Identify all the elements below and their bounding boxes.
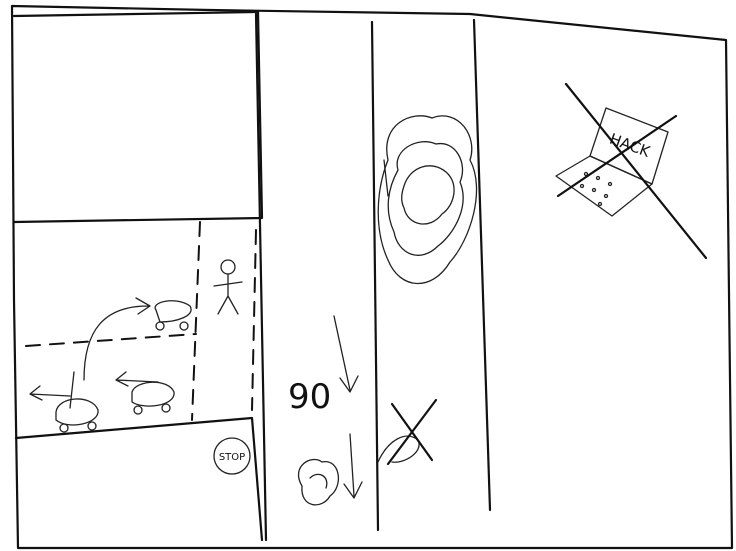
road-edge-left [256,14,266,540]
stop-sign-label: STOP [219,452,245,463]
car-lane-left-back [132,382,174,414]
car-turning-right [155,301,191,330]
laptop-screen-label: HACK [607,130,653,162]
down-arrow-upper [334,316,358,392]
curved-turn-arrow [84,298,150,380]
building-block-top-left [14,12,262,222]
car-left-arrow-1 [30,386,70,400]
stop-sign: STOP [214,438,250,474]
crosswalk-dashes-left [192,222,200,420]
crosswalk-dashes-right [252,230,256,410]
laptop-icon-crossed-out: HACK [556,84,706,258]
road-median-left [372,22,378,530]
pedestrian-figure [214,260,242,314]
building-block-bottom-left [16,418,262,540]
road-median-right [474,20,490,510]
car-left-arrow-1-stem [70,372,74,408]
blob-object-lower [299,459,339,504]
speed-marking: 90 [288,377,331,417]
down-arrow-lower [344,434,362,498]
scribble-cloud [378,116,476,284]
car-lane-left-front [56,399,98,432]
crossed-out-object [378,400,436,464]
lane-dashes-horizontal [26,334,196,346]
car-left-arrow-2 [116,372,158,386]
